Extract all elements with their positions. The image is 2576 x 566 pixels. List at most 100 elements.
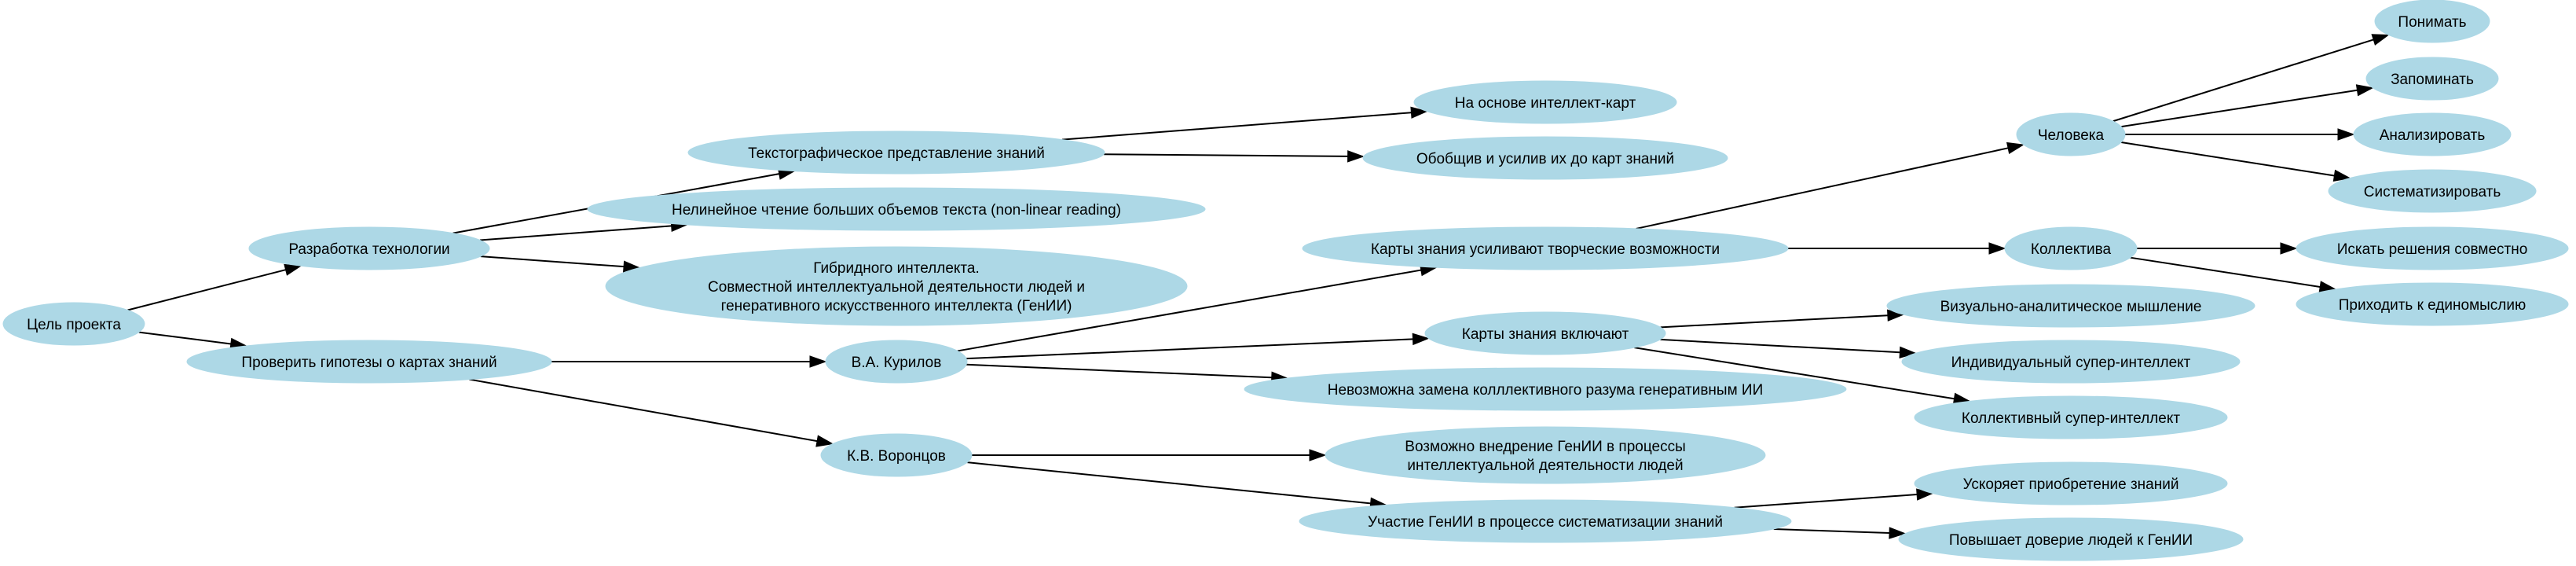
node-textograph[interactable]: Текстографическое представление знаний (687, 130, 1105, 175)
node-shape (2016, 112, 2126, 156)
edge-include-to-visual (1660, 309, 1905, 329)
node-trust[interactable]: Повышает доверие людей к ГенИИ (1898, 517, 2244, 561)
edge-human-to-analyze (2125, 128, 2355, 141)
node-hybrid[interactable]: Гибридного интеллекта.Совместной интелле… (605, 246, 1188, 326)
node-label: Приходить к единомыслию (2339, 297, 2527, 314)
edge-line (967, 461, 1371, 505)
edge-line (1061, 112, 1412, 141)
arrowhead-icon (1410, 106, 1428, 119)
edge-line (1773, 527, 1890, 535)
node-remember[interactable]: Запоминать (2365, 57, 2499, 101)
node-label: В.А. Курилов (852, 355, 942, 371)
arrowhead-icon (2355, 84, 2374, 97)
edge-human-to-systematize (2120, 142, 2351, 182)
edge-line (480, 255, 625, 268)
arrowhead-icon (1988, 242, 2006, 255)
node-label: К.В. Воронцов (847, 448, 946, 465)
edge-line (1636, 147, 2009, 230)
node-label: Запоминать (2391, 72, 2474, 88)
edge-textograph-to-generalize (1104, 150, 1365, 163)
node-shape (2296, 282, 2569, 326)
node-possible[interactable]: Возможно внедрение ГенИИ в процессыинтел… (1325, 426, 1766, 484)
node-human[interactable]: Человека (2016, 112, 2126, 156)
node-shape (2, 302, 145, 346)
edge-line (1660, 314, 1888, 329)
node-shape (1302, 226, 1789, 270)
node-label: Обобщив и усилив их до карт знаний (1416, 151, 1674, 167)
edge-line (469, 378, 818, 443)
edge-participation-to-accelerate (1734, 488, 1934, 509)
arrowhead-icon (2006, 142, 2025, 154)
edge-line (1660, 338, 1900, 354)
edge-goal-to-check (138, 331, 248, 351)
node-shape (1886, 284, 2255, 328)
edge-line (138, 331, 231, 345)
node-mindmaps[interactable]: На основе интеллект-карт (1413, 80, 1677, 124)
node-visual[interactable]: Визуально-аналитическое мышление (1886, 284, 2255, 328)
node-kurilov[interactable]: В.А. Курилов (825, 340, 968, 384)
edge-creative-to-human (1636, 142, 2025, 230)
node-shape (1914, 395, 2228, 439)
node-goal[interactable]: Цель проекта (2, 302, 145, 346)
node-label: Невозможна замена колллективного разума … (1328, 382, 1763, 399)
node-shape (186, 340, 552, 384)
node-label: Участие ГенИИ в процессе систематизации … (1368, 514, 1723, 531)
node-label: На основе интеллект-карт (1455, 95, 1636, 112)
node-label: генеративного искусственного интеллекта … (721, 298, 1072, 314)
node-vorontsov[interactable]: К.В. Воронцов (820, 433, 973, 477)
node-accelerate[interactable]: Ускоряет приобретение знаний (1914, 461, 2228, 505)
arrowhead-icon (1899, 346, 1917, 358)
edge-human-to-understand (2112, 34, 2390, 123)
node-shape (687, 130, 1105, 175)
node-individual[interactable]: Индивидуальный супер-интеллект (1901, 340, 2241, 384)
edge-line (966, 338, 1413, 360)
node-label: Визуально-аналитическое мышление (1940, 299, 2202, 315)
arrowhead-icon (1309, 449, 1327, 461)
node-shape (825, 340, 968, 384)
node-participation[interactable]: Участие ГенИИ в процессе систематизации … (1299, 499, 1792, 543)
node-include[interactable]: Карты знания включают (1424, 311, 1666, 355)
node-dev[interactable]: Разработка технологии (248, 226, 490, 270)
node-shape (1244, 367, 1847, 411)
node-understand[interactable]: Понимать (2374, 0, 2490, 43)
edge-line (2120, 142, 2335, 177)
node-label: Индивидуальный супер-интеллект (1951, 355, 2191, 371)
node-shape (1362, 136, 1728, 180)
edge-vorontsov-to-possible (972, 449, 1327, 461)
node-generalize[interactable]: Обобщив и усилив их до карт знаний (1362, 136, 1728, 180)
node-label: интеллектуальной деятельности людей (1407, 458, 1683, 474)
node-label: Совместной интеллектуальной деятельности… (708, 279, 1085, 296)
arrowhead-icon (2371, 34, 2390, 46)
arrowhead-icon (2337, 128, 2355, 141)
node-label: Карты знания усиливают творческие возмож… (1371, 241, 1720, 258)
node-check[interactable]: Проверить гипотезы о картах знаний (186, 340, 552, 384)
node-analyze[interactable]: Анализировать (2353, 112, 2512, 156)
node-shape (1424, 311, 1666, 355)
node-label: Разработка технологии (288, 241, 449, 258)
node-label: Понимать (2398, 14, 2466, 31)
node-label: Искать решения совместно (2337, 241, 2528, 258)
node-collsuper[interactable]: Коллективный супер-интеллект (1914, 395, 2228, 439)
edge-kurilov-to-impossible (966, 363, 1289, 384)
edge-human-to-remember (2121, 84, 2374, 128)
node-shape (2353, 112, 2512, 156)
node-collective[interactable]: Коллектива (2004, 226, 2138, 270)
edge-line (966, 363, 1272, 379)
node-label: Ускоряет приобретение знаний (1963, 476, 2179, 493)
node-nonlinear[interactable]: Нелинейное чтение больших объемов текста… (587, 187, 1206, 231)
edge-dev-to-hybrid (480, 255, 641, 273)
node-shape (1325, 426, 1766, 484)
node-label: Карты знания включают (1462, 326, 1629, 343)
node-systematize[interactable]: Систематизировать (2328, 169, 2537, 213)
edge-line (1634, 347, 1955, 400)
edge-include-to-individual (1660, 338, 1917, 358)
node-consensus[interactable]: Приходить к единомыслию (2296, 282, 2569, 326)
edge-creative-to-collective (1788, 242, 2006, 255)
node-seek[interactable]: Искать решения совместно (2296, 226, 2569, 270)
edge-vorontsov-to-participation (967, 461, 1388, 510)
node-impossible[interactable]: Невозможна замена колллективного разума … (1244, 367, 1847, 411)
node-creative[interactable]: Карты знания усиливают творческие возмож… (1302, 226, 1789, 270)
node-label: Проверить гипотезы о картах знаний (241, 355, 497, 371)
